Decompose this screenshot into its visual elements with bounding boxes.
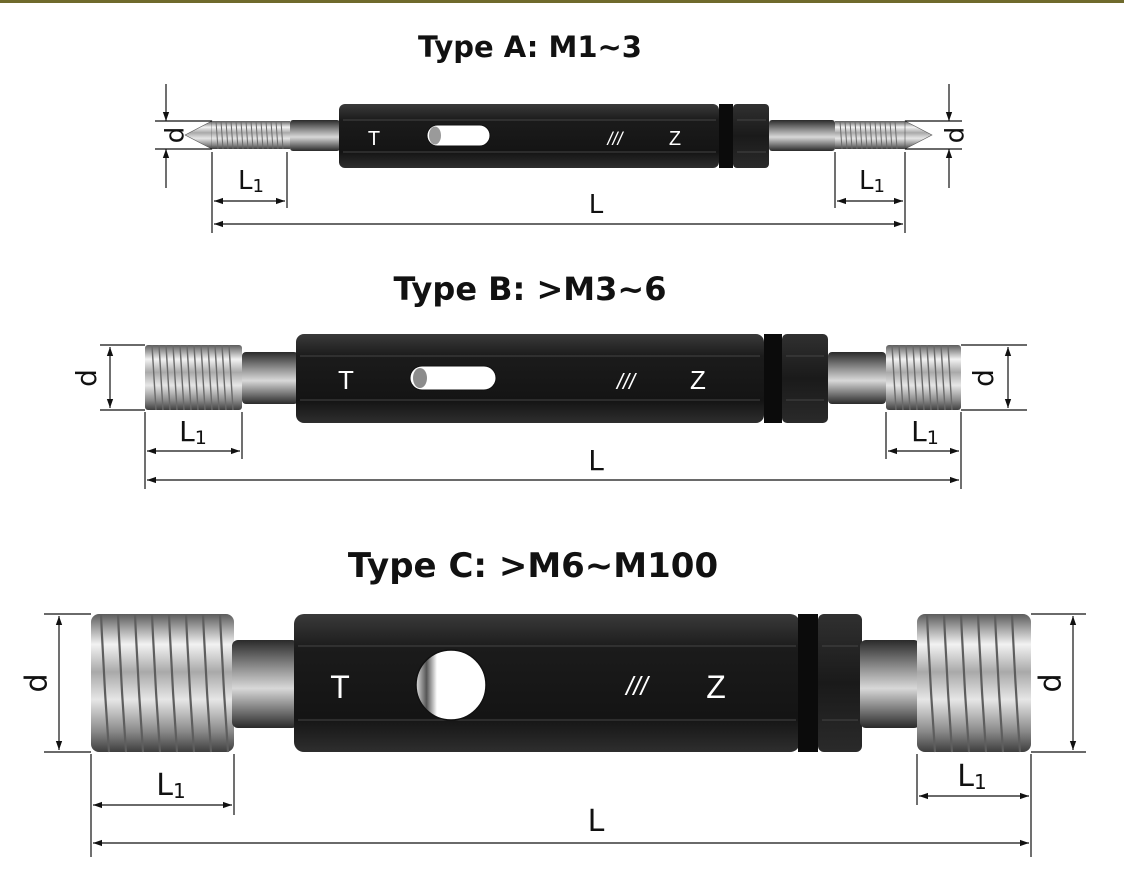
thread-length-label: L1	[911, 415, 939, 449]
gauge-handle	[339, 104, 719, 168]
thread-length-label: L1	[957, 759, 986, 794]
ring-mark: ///	[624, 671, 650, 701]
gauge-handle	[294, 614, 800, 752]
round-window	[415, 649, 487, 721]
go-neck	[290, 120, 340, 151]
nogo-collar	[782, 334, 828, 423]
go-mark: T	[338, 365, 354, 395]
thread-length-label: L1	[859, 166, 885, 197]
diameter-label: d	[20, 673, 55, 692]
nogo-neck	[860, 640, 920, 728]
go-neck	[232, 640, 298, 728]
go-mark: T	[368, 128, 380, 150]
go-neck	[242, 352, 298, 404]
nogo-thread-tip	[904, 120, 933, 150]
nogo-mark: Z	[669, 128, 681, 150]
nogo-collar	[818, 614, 862, 752]
diameter-label: d	[161, 127, 191, 144]
handle-ring	[798, 614, 818, 752]
nogo-mark: Z	[706, 669, 726, 705]
ring-mark: ///	[615, 369, 637, 394]
gauge-title: Type B: >M3~6	[394, 270, 667, 308]
gauge-type-c: T /// Z d d L1 L1 L	[20, 613, 1086, 857]
gauge-type-a: T /// Z d d L1 L1 L	[155, 84, 971, 233]
nogo-neck	[828, 352, 886, 404]
diameter-label: d	[1034, 673, 1069, 692]
handle-ring	[719, 104, 733, 168]
handle-ring	[764, 334, 782, 423]
gauge-type-b: T /// Z d d L1 L1 L	[70, 334, 1027, 489]
gauge-title: Type A: M1~3	[418, 30, 642, 64]
go-mark: T	[330, 669, 350, 705]
slot-window	[409, 365, 497, 391]
diameter-label: d	[941, 127, 971, 144]
top-accent-bar	[0, 0, 1124, 3]
thread-length-label: L1	[238, 166, 264, 197]
total-length-label: L	[589, 190, 604, 220]
slot-window	[426, 124, 491, 147]
go-thread-end	[91, 614, 234, 752]
nogo-collar	[733, 104, 769, 168]
total-length-label: L	[588, 804, 605, 839]
nogo-neck	[769, 120, 835, 151]
diameter-label: d	[967, 369, 1000, 387]
diameter-label: d	[70, 369, 103, 387]
total-length-label: L	[588, 444, 604, 477]
gauge-title: Type C: >M6~M100	[348, 546, 718, 586]
nogo-mark: Z	[690, 365, 706, 395]
ring-mark: ///	[605, 129, 624, 149]
thread-length-label: L1	[156, 768, 185, 803]
thread-length-label: L1	[179, 415, 207, 449]
